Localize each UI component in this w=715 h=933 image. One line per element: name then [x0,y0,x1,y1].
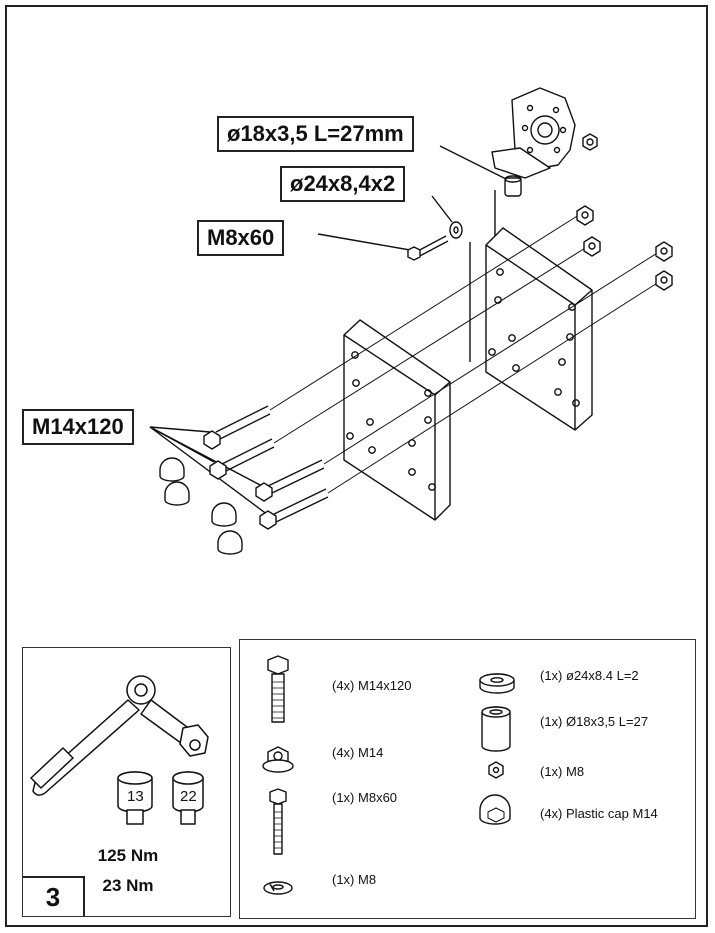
small-nut-icon [488,761,504,779]
socket-22-label: 22 [180,788,197,805]
m14-bolt-callout: M14x120 [22,409,134,445]
socket-13-icon [117,771,153,825]
tool-drawings [30,675,209,825]
washer-icon [479,673,515,694]
lock-washer-icon [263,881,293,895]
step-number: 3 [23,876,85,916]
part-label-m8-nut: (1x) M8 [540,764,585,779]
tool-panel: 13 22 125 Nm 23 Nm 3 [22,647,231,917]
part-label-plastic-cap: (4x) Plastic cap M14 [540,806,658,821]
hex-bolt-icon [269,788,287,855]
spacer-icon [481,706,511,752]
part-label-m8-lock-washer: (1x) M8 [332,872,377,887]
part-label-m14x120-bolt: (4x) M14x120 [332,678,412,693]
torque-value-b: 23 Nm [102,876,154,895]
mounting-bracket [491,87,576,179]
washer-callout: ø24x8,4x2 [280,166,406,202]
part-label-spacer: (1x) Ø18x3,5 L=27 [540,714,649,729]
plastic-cap-icon [479,794,511,825]
socket-22-icon [172,771,204,825]
torque-value-a: 125 Nm [97,846,159,865]
spacer-callout: ø18x3,5 L=27mm [217,116,414,152]
flange-nut-icon [262,746,294,773]
plastic-caps [159,457,243,555]
part-label-washer: (1x) ø24x8.4 L=2 [540,668,639,683]
diagram-frame [5,5,708,927]
flange-nuts [576,205,673,291]
parts-list-panel: (4x) M14x120 (4x) M14 (1x) M8x60 (1x) M8… [239,639,696,919]
parts-icons [262,655,515,895]
m8-bolt-callout: M8x60 [197,220,285,256]
part-label-m8x60-bolt: (1x) M8x60 [332,790,398,805]
part-label-m14-nut: (4x) M14 [332,745,384,760]
ratchet-wrench-icon [30,675,209,796]
hex-bolt-icon [267,655,289,723]
socket-13-label: 13 [127,788,144,805]
long-bolts [203,405,329,530]
